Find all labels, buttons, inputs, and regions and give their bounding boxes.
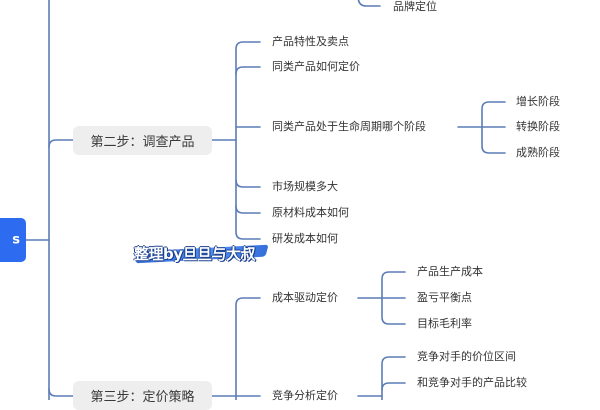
step-three-node[interactable]: 第三步：定价策略 <box>73 381 212 410</box>
node-competitor-product-comparison[interactable]: 和竞争对手的产品比较 <box>417 376 527 389</box>
node-target-gross-margin[interactable]: 目标毛利率 <box>417 317 472 330</box>
node-break-even-point[interactable]: 盈亏平衡点 <box>417 291 472 304</box>
step-two-node[interactable]: 第二步：调查产品 <box>73 126 212 155</box>
node-competitor-price-range[interactable]: 竞争对手的价位区间 <box>417 350 516 363</box>
node-lifecycle-stage[interactable]: 同类产品处于生命周期哪个阶段 <box>272 120 426 133</box>
root-node[interactable]: s <box>0 218 26 262</box>
node-material-cost[interactable]: 原材料成本如何 <box>272 206 349 219</box>
node-growth-stage[interactable]: 增长阶段 <box>516 95 560 108</box>
watermark-text: 整理by旦旦与大叔 <box>134 244 256 263</box>
mind-map-canvas: s 品牌定位 第二步：调查产品 产品特性及卖点 同类产品如何定价 同类产品处于生… <box>0 0 560 410</box>
node-production-cost[interactable]: 产品生产成本 <box>417 265 483 278</box>
node-competitor-pricing[interactable]: 同类产品如何定价 <box>272 60 360 73</box>
watermark: 整理by旦旦与大叔 <box>134 242 269 264</box>
node-brand-positioning[interactable]: 品牌定位 <box>393 0 437 13</box>
node-transition-stage[interactable]: 转换阶段 <box>516 120 560 133</box>
node-competitive-pricing[interactable]: 竞争分析定价 <box>272 389 338 402</box>
step-two-label: 第二步：调查产品 <box>90 135 195 150</box>
node-product-features[interactable]: 产品特性及卖点 <box>272 35 349 48</box>
node-rnd-cost[interactable]: 研发成本如何 <box>272 232 338 245</box>
node-market-size[interactable]: 市场规模多大 <box>272 180 338 193</box>
root-node-label: s <box>12 232 20 248</box>
step-three-label: 第三步：定价策略 <box>90 390 195 405</box>
node-mature-stage[interactable]: 成熟阶段 <box>516 146 560 159</box>
connector-lines <box>25 0 506 400</box>
node-cost-driven-pricing[interactable]: 成本驱动定价 <box>272 291 338 304</box>
